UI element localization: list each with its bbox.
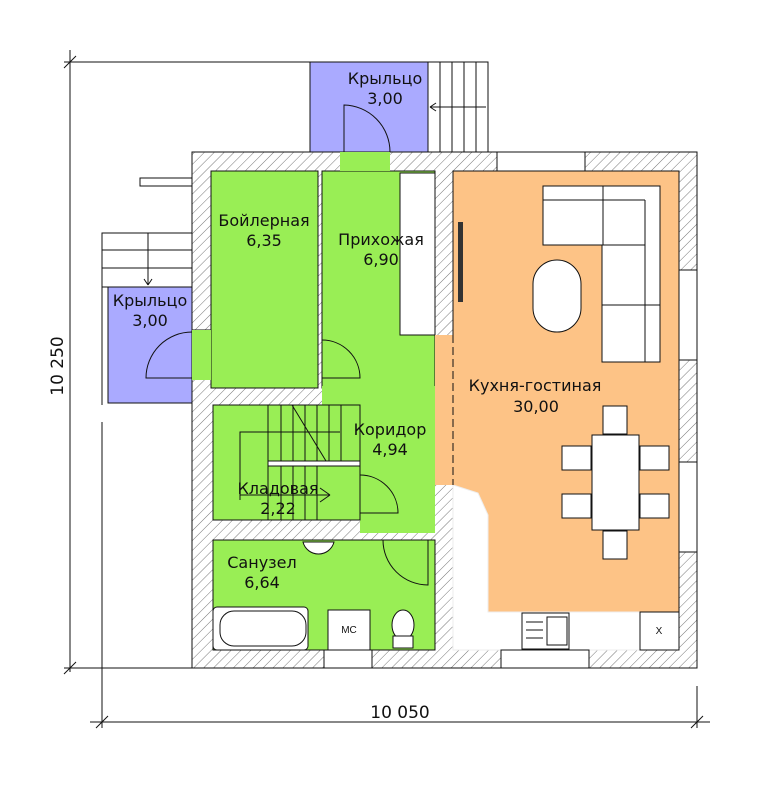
pantry-name: Кладовая	[237, 479, 318, 498]
dimension-vertical: 10 250	[48, 50, 310, 675]
washbasin	[302, 541, 335, 555]
kitchen-living-area: 30,00	[513, 397, 559, 416]
corner-sofa	[542, 185, 661, 363]
bathroom-area: 6,64	[244, 573, 280, 592]
washing-machine	[327, 609, 371, 651]
porch-left	[107, 286, 193, 404]
corridor-name: Коридор	[354, 420, 427, 439]
label-kitchen-living: Кухня-гостиная 30,00	[469, 376, 602, 416]
porch-left-area: 3,00	[132, 311, 168, 330]
hall-area: 6,90	[363, 250, 399, 269]
sink	[521, 612, 570, 650]
tv	[458, 222, 463, 302]
height-dimension-label: 10 250	[48, 336, 68, 395]
doors	[145, 104, 429, 586]
hall-name: Прихожая	[338, 230, 424, 249]
stove-label: Х	[656, 626, 663, 637]
porch-top-stairs	[427, 61, 489, 153]
label-pantry: Кладовая 2,22	[237, 479, 318, 518]
porch-top-area: 3,00	[367, 89, 403, 108]
room-boiler	[210, 170, 319, 389]
width-dimension-label: 10 050	[370, 703, 429, 723]
label-boiler: Бойлерная 6,35	[218, 211, 309, 250]
label-bathroom: Санузел 6,64	[227, 553, 296, 592]
staircase	[239, 404, 361, 521]
porch-left-name: Крыльцо	[113, 291, 187, 310]
coffee-table	[532, 259, 582, 333]
kitchen-living-name: Кухня-гостиная	[469, 376, 602, 395]
bathroom-name: Санузел	[227, 553, 296, 572]
label-corridor: Коридор 4,94	[354, 420, 427, 459]
dining-set	[561, 405, 670, 560]
pantry-area: 2,22	[260, 499, 296, 518]
hall-wardrobe	[399, 172, 436, 336]
washing-machine-label: МС	[341, 625, 357, 636]
stove	[639, 611, 680, 651]
label-hall: Прихожая 6,90	[338, 230, 424, 269]
porch-top-name: Крыльцо	[348, 69, 422, 88]
corridor-area: 4,94	[372, 440, 408, 459]
label-porch-left: Крыльцо 3,00	[113, 291, 187, 330]
boiler-area: 6,35	[246, 231, 282, 250]
dimension-horizontal: 10 050	[90, 422, 710, 729]
boiler-name: Бойлерная	[218, 211, 309, 230]
label-porch-top: Крыльцо 3,00	[348, 69, 422, 108]
